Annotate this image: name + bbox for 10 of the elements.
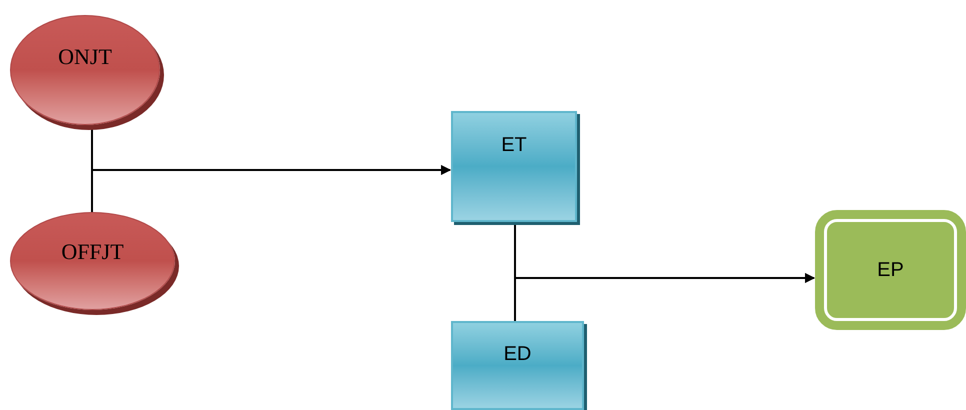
- arrow: [514, 273, 815, 321]
- node-label: ET: [501, 132, 527, 158]
- node-label: ED: [504, 342, 532, 366]
- process-box: [451, 111, 577, 222]
- rounded-box: [815, 210, 966, 330]
- node-label: ONJT: [58, 42, 112, 70]
- process-box: [451, 321, 584, 410]
- arrow: [91, 165, 451, 212]
- node-label: EP: [877, 258, 904, 283]
- node-label: OFFJT: [61, 238, 124, 266]
